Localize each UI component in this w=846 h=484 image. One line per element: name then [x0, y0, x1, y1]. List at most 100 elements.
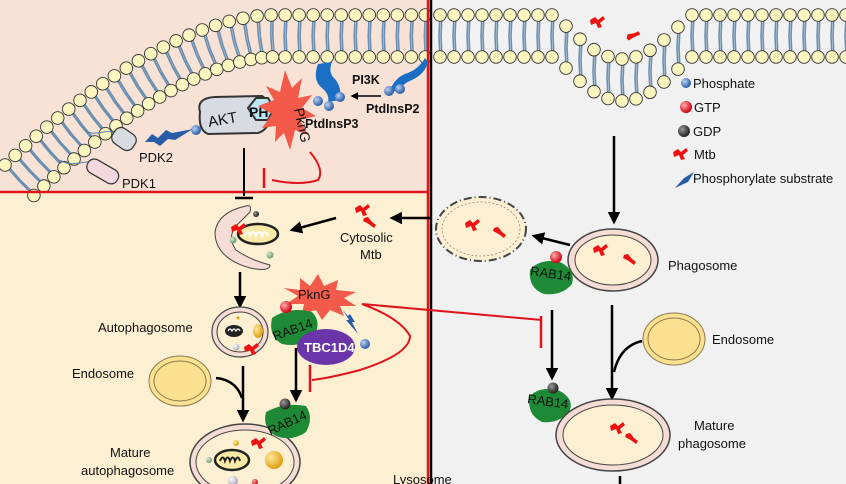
- lipid-head: [629, 92, 643, 106]
- lipid-head: [73, 93, 87, 108]
- phosphate-icon: [395, 84, 405, 94]
- lipid-head: [811, 8, 825, 22]
- lipid-tail: [125, 67, 152, 105]
- lipid-head: [37, 179, 51, 193]
- phosphate-icon: [335, 92, 345, 102]
- lipid-tail: [79, 99, 109, 135]
- lipid-tail: [137, 60, 163, 98]
- lipid-tail: [536, 14, 541, 58]
- ptdinsp3-label: PtdInsP3: [305, 117, 359, 131]
- gdp-icon: [279, 398, 291, 410]
- mature-autophagosome-label-1: Mature: [110, 445, 150, 460]
- lipid-head: [348, 8, 362, 22]
- lipid-head: [88, 135, 102, 149]
- legend-phosphate: Phosphate: [693, 76, 755, 91]
- lipid-head: [727, 8, 741, 22]
- lipid-tail: [634, 56, 639, 99]
- rab14-label-right-top: RAB14: [529, 263, 572, 284]
- mitochondrion: [213, 448, 251, 472]
- mature-phagosome: Mature phagosome: [555, 398, 746, 472]
- lipid-head: [475, 8, 489, 22]
- lipid-head: [156, 40, 171, 54]
- lipid-head: [545, 8, 559, 22]
- lipid-head: [210, 62, 224, 77]
- lipid-head: [643, 85, 657, 100]
- legend-gdp: GDP: [693, 124, 721, 139]
- lipid-tail: [311, 14, 316, 58]
- lipid-head: [320, 8, 334, 22]
- lipid-head: [657, 33, 671, 47]
- lipid-head: [559, 61, 573, 75]
- lipid-head: [699, 50, 713, 64]
- phosphate-icon: [384, 86, 394, 96]
- lipid-head: [67, 152, 81, 166]
- lipid-tail: [90, 91, 119, 127]
- lipid-tail: [522, 14, 527, 58]
- gtp-icon: [680, 101, 692, 113]
- lipid-head: [334, 8, 348, 22]
- lipid-head: [629, 50, 643, 64]
- lipid-head: [601, 49, 615, 64]
- pi3k-label: PI3K: [352, 73, 380, 87]
- lipid-tail: [816, 14, 821, 58]
- lipid-tail: [592, 49, 597, 92]
- lipid-tail: [395, 14, 401, 58]
- lipid-tail: [283, 14, 288, 58]
- pkng-label-membrane: PknG: [291, 106, 314, 144]
- akt-label: AKT: [207, 109, 239, 131]
- lipid-head: [475, 50, 489, 64]
- lipid-tail: [578, 39, 583, 82]
- lipid-head: [278, 8, 292, 22]
- lipid-tail: [676, 27, 681, 70]
- lipid-head: [175, 77, 190, 92]
- phagosome: Phagosome: [567, 228, 737, 292]
- lipid-head: [839, 50, 846, 64]
- lipid-head: [517, 50, 531, 64]
- lipid-head: [531, 50, 545, 64]
- lipid-head: [144, 47, 158, 61]
- lipid-head: [292, 8, 306, 22]
- lipid-tail: [564, 26, 569, 69]
- lipid-head: [131, 54, 146, 68]
- lipid-head: [783, 50, 797, 64]
- pkng-membrane: PknG: [258, 70, 316, 150]
- lipid-tail: [228, 21, 243, 63]
- lipid-head: [306, 50, 320, 64]
- phagophore: [214, 205, 280, 270]
- mature-autophagosome: Mature autophagosome: [81, 423, 301, 484]
- lipid-tail: [480, 14, 485, 58]
- lipid-head: [29, 129, 43, 144]
- lipid-head: [0, 158, 12, 172]
- lipid-head: [62, 102, 76, 116]
- lipid-head: [40, 120, 54, 134]
- endosome-label-right: Endosome: [712, 332, 774, 347]
- lipid-tail: [620, 58, 625, 102]
- lipid-tail: [162, 46, 186, 85]
- lipid-head: [587, 84, 601, 99]
- pkng-to-tbc1d4-inhibit: [311, 303, 412, 381]
- lipid-tail: [409, 14, 415, 58]
- autophagosome-label: Autophagosome: [98, 320, 193, 335]
- lipid-head: [418, 8, 433, 22]
- lipid-tail: [774, 14, 779, 58]
- lipid-tail: [46, 126, 77, 160]
- lipid-tail: [175, 40, 197, 80]
- lipid-head: [559, 19, 573, 33]
- lipid-head: [264, 8, 278, 22]
- lipid-head: [334, 50, 348, 64]
- lipid-head: [811, 50, 825, 64]
- lipid-head: [362, 50, 376, 64]
- endosome-fusion-curve-right: [612, 339, 643, 373]
- pdk2-label: PDK2: [139, 150, 173, 165]
- lipid-tail: [242, 18, 254, 60]
- lipid-head: [671, 20, 685, 34]
- lipid-head: [839, 8, 846, 22]
- lipid-head: [755, 8, 769, 22]
- lipid-head: [825, 50, 839, 64]
- lipid-head: [601, 91, 615, 106]
- lipid-head: [643, 43, 657, 58]
- lipid-head: [107, 69, 122, 83]
- phagosome-rupture-arrow: [531, 232, 571, 247]
- lipid-head: [461, 8, 475, 22]
